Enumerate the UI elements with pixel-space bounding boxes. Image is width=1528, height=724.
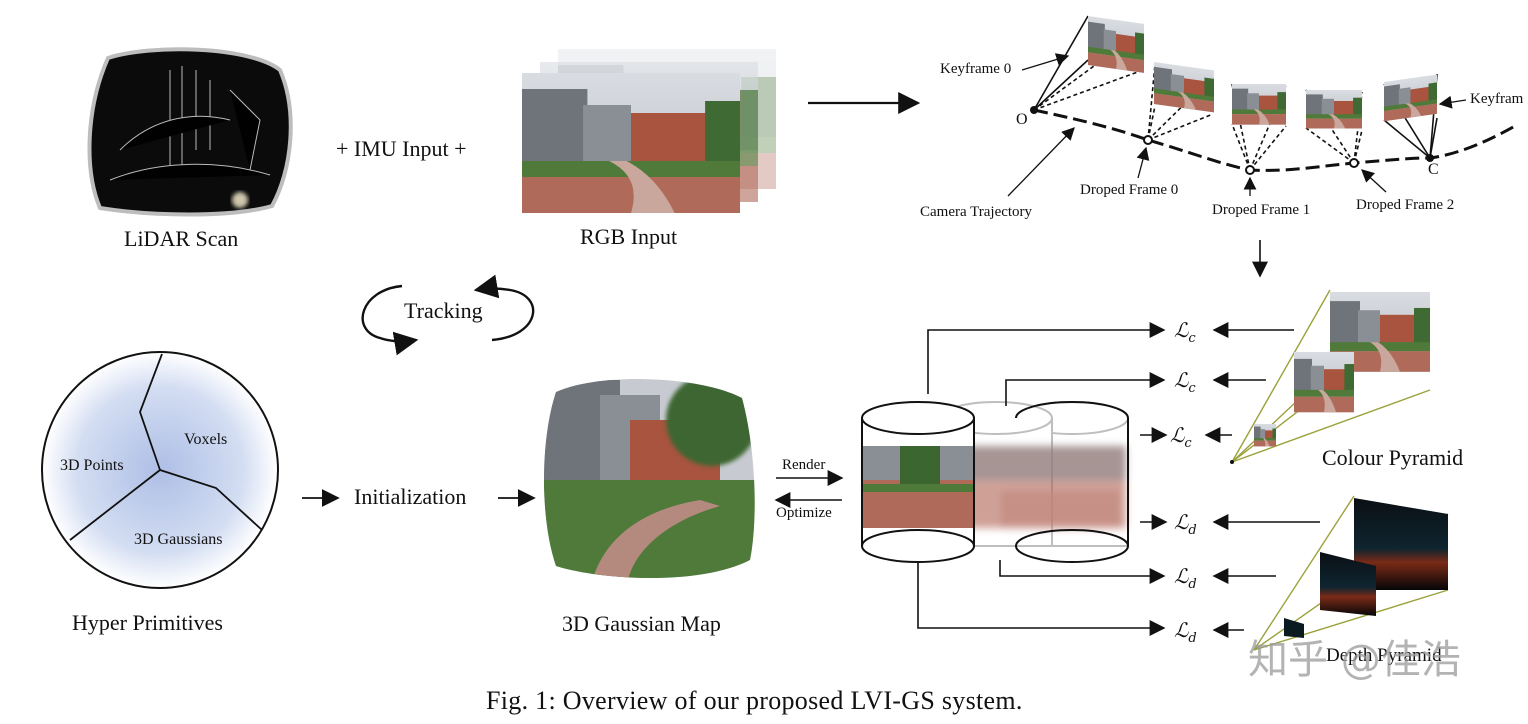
dropped-frame1-label: Droped Frame 1	[1212, 202, 1311, 218]
end-dot	[1426, 154, 1434, 162]
camera-trajectory-label: Camera Trajectory	[920, 204, 1033, 220]
dropped-frame2-label: Droped Frame 2	[1356, 197, 1455, 213]
watermark: 知乎 @佳浩	[1248, 637, 1461, 683]
colour-pyramid	[1230, 289, 1431, 464]
dropped0-dot	[1143, 135, 1153, 145]
dropped-frame0-label: Droped Frame 0	[1080, 182, 1179, 198]
dropped0-frustum	[1147, 63, 1214, 141]
depth-pyramid-label: Depth Pyramid	[1326, 645, 1442, 666]
loss-color-2: ℒc	[1174, 368, 1196, 396]
loss-connector-lines	[917, 322, 1320, 638]
trajectory-label-arrows	[1007, 53, 1467, 197]
rendered-image-cylinders	[861, 401, 1129, 563]
keyframe-right-label: Keyfram	[1470, 91, 1524, 107]
loss-depth-1: ℒd	[1174, 510, 1197, 538]
camera-trajectory-path	[1033, 108, 1516, 172]
voxels-label: Voxels	[184, 431, 228, 448]
hyper-primitives-label: Hyper Primitives	[72, 610, 223, 635]
rgb-input-stack	[522, 49, 776, 213]
origin-label: O	[1016, 111, 1028, 128]
loss-depth-2: ℒd	[1174, 564, 1197, 592]
lidar-scan-label: LiDAR Scan	[124, 226, 239, 251]
loss-depth-3: ℒd	[1174, 618, 1197, 646]
points-label: 3D Points	[60, 457, 124, 474]
dropped2-dot	[1349, 158, 1359, 168]
loss-color-3: ℒc	[1170, 423, 1192, 451]
initialization-label: Initialization	[354, 484, 467, 509]
keyframe-right-image	[1384, 74, 1437, 122]
dropped2-image	[1306, 90, 1362, 129]
lidar-points	[109, 66, 271, 208]
dropped0-image	[1154, 62, 1214, 113]
keyframe0-image	[1088, 16, 1144, 73]
dropped1-dot	[1245, 165, 1255, 175]
gaussian-map-image	[544, 379, 755, 578]
figure-caption: Fig. 1: Overview of our proposed LVI-GS …	[486, 686, 1023, 715]
dropped1-image	[1232, 84, 1286, 125]
hyper-primitives-disk	[41, 351, 279, 589]
depth-pyramid	[1253, 495, 1449, 651]
tracking-label: Tracking	[404, 298, 483, 323]
origin-dot	[1030, 106, 1038, 114]
lidar-scan-image	[87, 47, 293, 217]
imu-input-label: + IMU Input +	[336, 136, 467, 161]
render-label: Render	[782, 457, 826, 473]
gaussian-map-label: 3D Gaussian Map	[562, 611, 721, 636]
colour-pyramid-label: Colour Pyramid	[1322, 445, 1464, 470]
gaussians-label: 3D Gaussians	[134, 531, 223, 548]
tracking-loop-arrows	[361, 274, 535, 356]
end-label: C	[1428, 161, 1439, 178]
rgb-input-label: RGB Input	[580, 224, 678, 249]
loss-color-1: ℒc	[1174, 318, 1196, 346]
keyframe0-label: Keyframe 0	[940, 61, 1012, 77]
optimize-label: Optimize	[776, 505, 832, 521]
